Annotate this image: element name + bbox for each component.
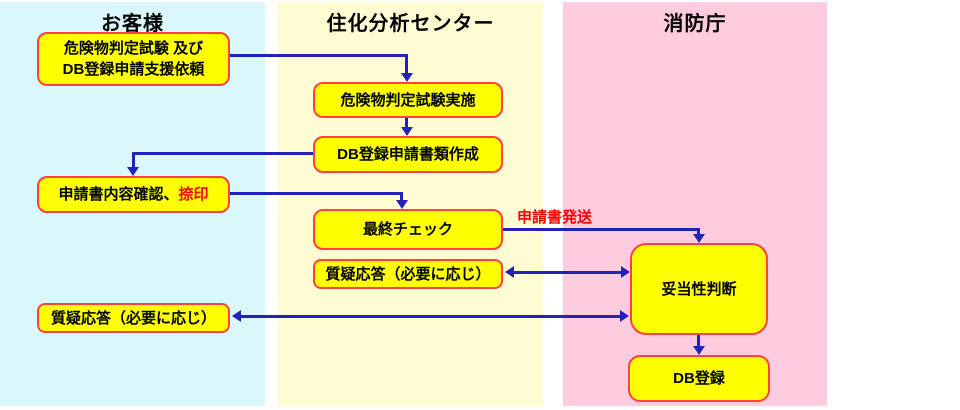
arrow-validity-dbreg-vline — [697, 335, 700, 347]
arrow-qacustomer-validity-right-head-icon — [620, 310, 629, 322]
arrow-validity-dbreg-head-icon — [693, 346, 705, 355]
node-qa-center: 質疑応答（必要に応じ） — [313, 259, 503, 289]
node-qa-customer-label: 質疑応答（必要に応じ） — [50, 309, 216, 327]
node-final-check: 最終チェック — [313, 209, 503, 250]
node-confirm-seal-red: 捺印 — [178, 186, 209, 203]
node-validity: 妥当性判断 — [630, 243, 768, 335]
lane-title-customer: お客様 — [101, 13, 164, 35]
arrow-request-test-head-icon — [401, 73, 413, 82]
node-test-label: 危険物判定試験実施 — [340, 91, 476, 109]
node-final-check-label: 最終チェック — [362, 221, 453, 238]
arrow-final-validity-hline — [503, 228, 700, 231]
arrow-docs-confirm-vline — [132, 152, 135, 168]
arrow-qacenter-validity-right-head-icon — [621, 266, 630, 278]
arrow-qacustomer-validity-left-head-icon — [232, 310, 241, 322]
arrow-final-validity-head-icon — [693, 234, 705, 243]
arrow-docs-confirm-head-icon — [127, 167, 139, 176]
arrow-confirm-final-hline — [230, 192, 402, 195]
node-request-line2: DB登録申請支援依頼 — [62, 61, 205, 79]
node-test: 危険物判定試験実施 — [313, 82, 503, 118]
node-docs: DB登録申請書類作成 — [313, 136, 503, 173]
node-qa-customer: 質疑応答（必要に応じ） — [37, 303, 230, 333]
lane-title-fire-agency: 消防庁 — [663, 13, 727, 35]
arrow-test-docs-head-icon — [401, 127, 413, 136]
lane-analysis-center: 住化分析センター — [278, 2, 543, 406]
node-qa-center-label: 質疑応答（必要に応じ） — [325, 265, 491, 283]
arrow-request-test-hline — [230, 54, 407, 57]
node-confirm-seal-label: 申請書内容確認、 — [58, 186, 179, 203]
label-dispatch: 申請書発送 — [517, 209, 593, 226]
arrow-request-test-vline — [405, 54, 408, 74]
arrow-confirm-final-vline — [400, 192, 403, 202]
node-db-register: DB登録 — [628, 355, 770, 402]
node-validity-label: 妥当性判断 — [661, 280, 737, 298]
node-db-register-label: DB登録 — [673, 370, 725, 387]
arrow-qacustomer-validity-hline — [239, 315, 622, 318]
lane-title-analysis-center: 住化分析センター — [326, 13, 495, 35]
node-confirm-seal: 申請書内容確認、捺印 — [37, 176, 230, 213]
arrow-confirm-final-head-icon — [396, 200, 408, 209]
arrow-qacenter-validity-left-head-icon — [505, 266, 514, 278]
arrow-docs-confirm-hline — [133, 152, 313, 155]
lane-fire-agency: 消防庁 — [563, 2, 827, 406]
node-request: 危険物判定試験 及び DB登録申請支援依頼 — [37, 32, 230, 86]
arrow-test-docs-vline — [405, 118, 408, 128]
node-request-line1: 危険物判定試験 及び — [63, 39, 204, 57]
node-docs-label: DB登録申請書類作成 — [337, 146, 479, 163]
arrow-final-validity-vline — [697, 228, 700, 236]
arrow-qacenter-validity-hline — [512, 271, 623, 274]
